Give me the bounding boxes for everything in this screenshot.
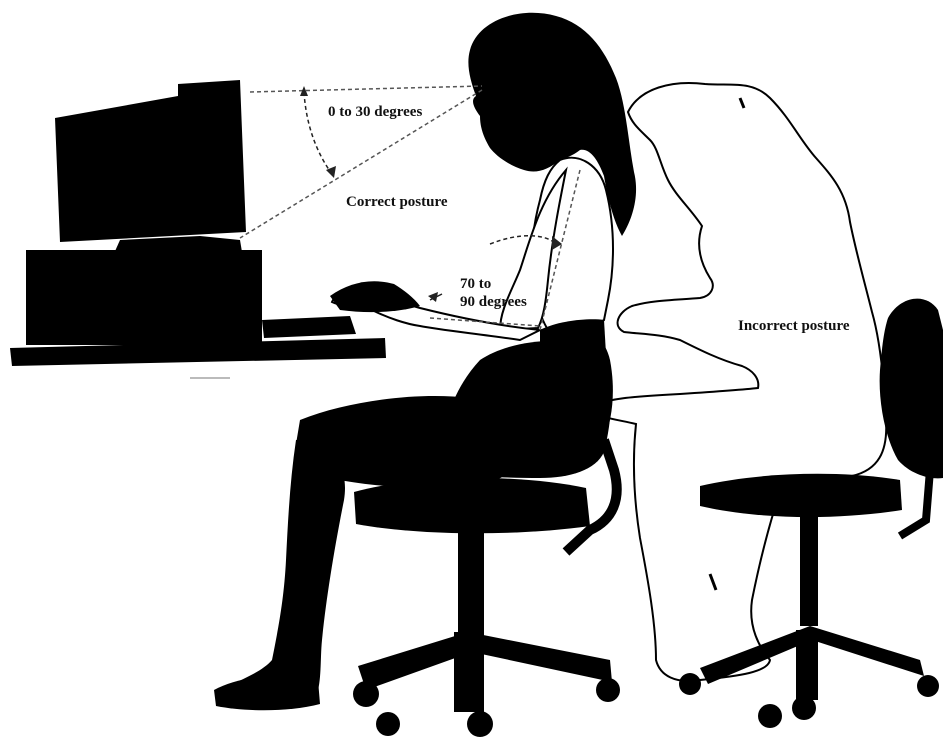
computer — [10, 80, 386, 378]
elbow-angle-label-line2: 90 degrees — [460, 294, 527, 310]
correct-posture-figure — [214, 13, 636, 710]
monitor — [55, 80, 246, 242]
correct-figure-leg — [216, 438, 345, 707]
correct-posture-label: Correct posture — [346, 194, 448, 210]
keyboard — [262, 316, 356, 338]
eye-angle-label: 0 to 30 degrees — [328, 104, 422, 120]
incorrect-posture-label: Incorrect posture — [738, 318, 850, 334]
chair-right-backrest — [880, 299, 943, 479]
elbow-angle-label-line1: 70 to — [460, 276, 491, 292]
sight-line-horizontal — [250, 86, 482, 92]
cpu-tower — [26, 250, 262, 345]
